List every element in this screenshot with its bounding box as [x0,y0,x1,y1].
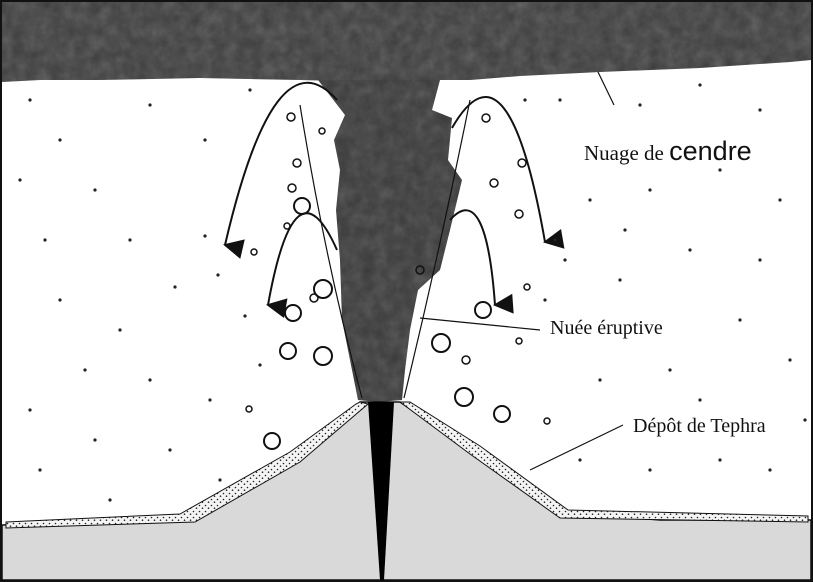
label-eruptive-cloud: Nuée éruptive [550,317,663,339]
ash-particle [28,98,31,101]
ash-particle [258,363,261,366]
ash-particle [58,298,61,301]
ash-particle [768,468,771,471]
ash-particle [216,273,219,276]
ash-particle [598,378,601,381]
ash-particle [108,498,111,501]
ash-particle [173,285,176,288]
ash-particle [248,88,251,91]
ash-particle [203,138,206,141]
ash-particle [243,314,246,317]
ash-particle [788,358,791,361]
label-ash-cloud: Nuage de cendre [584,136,752,166]
ash-particle [43,238,46,241]
ash-particle [208,398,211,401]
ash-particle [118,328,121,331]
label-tephra-deposit: Dépôt de Tephra [633,415,766,437]
ash-particle [803,418,806,421]
ash-particle [543,298,546,301]
ash-particle [563,258,566,261]
ash-particle [558,98,561,101]
ash-particle [698,398,701,401]
ash-particle [93,438,96,441]
ash-particle [588,198,591,201]
ash-particle [758,108,761,111]
ash-particle [758,258,761,261]
ash-particle [58,138,61,141]
ash-particle [28,408,31,411]
ash-particle [578,458,581,461]
ash-particle [648,188,651,191]
ash-particle [553,238,556,241]
ash-particle [218,478,221,481]
ash-particle [168,448,171,451]
ash-particle [523,98,526,101]
ash-particle [148,103,151,106]
ash-particle [718,168,721,171]
ash-particle [203,234,206,237]
ash-particle [718,458,721,461]
ash-particle [638,103,641,106]
ash-particle [618,278,621,281]
ash-particle [83,368,86,371]
ash-particle [668,368,671,371]
ash-particle [148,378,151,381]
ash-particle [93,188,96,191]
ash-particle [778,198,781,201]
ash-particle [128,238,131,241]
ash-particle [623,228,626,231]
ash-particle [738,318,741,321]
ash-particle [38,468,41,471]
ash-particle [18,178,21,181]
ash-particle [648,468,651,471]
ash-particle [698,83,701,86]
ash-particle [688,248,691,251]
